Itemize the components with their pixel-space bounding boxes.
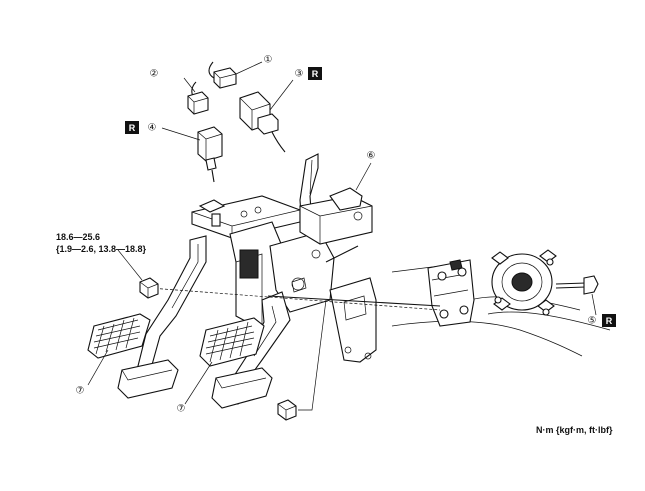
torque-spec-alt: {1.9—2.6, 13.8—18.8}: [56, 244, 147, 254]
svg-text:R: R: [312, 69, 319, 79]
brake-switch-part-4: [161, 126, 223, 183]
callout-3: ③ R: [295, 67, 322, 80]
svg-text:③: ③: [295, 69, 304, 80]
leader-7a: [87, 349, 109, 386]
switch-part-2: [183, 77, 209, 115]
torque-spec-nm: 18.6—25.6: [56, 232, 100, 242]
callout-6: ⑥: [367, 151, 376, 162]
connector-part-3: [239, 79, 294, 153]
replace-mark-4: [125, 121, 139, 134]
callout-1: ①: [264, 55, 273, 66]
nut-lower: [277, 299, 327, 421]
bolt-part-5: [555, 275, 599, 316]
lever-bracket-part-6: [299, 153, 377, 363]
pedal-pad-right: [199, 317, 273, 409]
through-bolt: [117, 249, 441, 311]
svg-text:⑥: ⑥: [367, 151, 376, 162]
svg-text:⑦: ⑦: [76, 386, 85, 397]
firewall-bracket: [427, 259, 475, 327]
callout-7b: ⑦: [177, 404, 186, 415]
callout-4: R ④: [125, 121, 156, 134]
svg-text:①: ①: [264, 55, 273, 66]
svg-text:R: R: [606, 316, 613, 326]
connector-part-1: [208, 61, 263, 89]
svg-text:⑦: ⑦: [177, 404, 186, 415]
brake-booster: [491, 249, 557, 316]
pedal-pad-left: [87, 313, 179, 399]
replace-mark-3: [308, 67, 322, 80]
replace-mark-5: [602, 314, 616, 327]
callout-7a: ⑦: [76, 386, 85, 397]
svg-text:⑤: ⑤: [588, 316, 597, 327]
unit-note: N·m {kgf·m, ft·lbf}: [536, 425, 613, 435]
callout-5: ⑤ R: [588, 314, 616, 327]
svg-text:R: R: [129, 123, 136, 133]
leader-7b: [184, 361, 213, 405]
callout-2: ②: [150, 69, 159, 80]
svg-text:④: ④: [148, 123, 157, 134]
svg-text:②: ②: [150, 69, 159, 80]
